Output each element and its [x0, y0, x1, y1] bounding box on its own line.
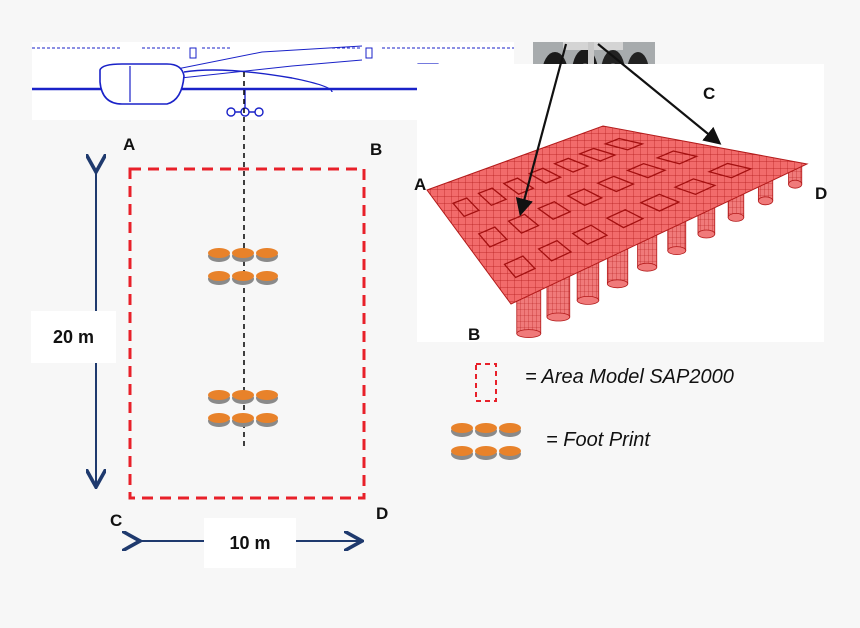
model-pad-outline	[578, 147, 617, 162]
model-corner-a-label: A	[414, 175, 427, 194]
legend-area-model-text: = Area Model SAP2000	[525, 366, 734, 388]
legend-area-model-symbol	[475, 363, 497, 402]
footprint-tire	[256, 271, 278, 285]
model-pad-outline	[639, 193, 681, 212]
footprint-tire	[208, 271, 230, 285]
plan-corner-d-label: D	[376, 504, 389, 523]
area-model-boundary	[128, 167, 366, 500]
plan-corner-c-label: C	[110, 511, 123, 530]
footprint-group-rear	[208, 390, 278, 427]
height-dimension-label: 20 m	[31, 311, 116, 363]
legend-foot-print-text: = Foot Print	[546, 429, 650, 451]
width-dimension-label: 10 m	[204, 518, 296, 568]
model-pad-outline	[625, 162, 667, 179]
footprint-tire	[232, 248, 254, 262]
footprint-tire	[256, 390, 278, 404]
model-pad-outline	[507, 213, 540, 234]
model-corner-b-label: B	[468, 325, 481, 344]
model-pad-outline	[566, 188, 604, 207]
plan-corner-a-label: A	[123, 135, 136, 154]
model-pad-outline	[673, 178, 717, 196]
model-pad-outline	[655, 150, 699, 165]
plan-corner-b-label: B	[370, 140, 383, 159]
footprint-tire	[232, 271, 254, 285]
footprint-tire	[208, 248, 230, 262]
model-pad-outline	[596, 175, 636, 193]
footprint-group-front	[208, 248, 278, 285]
footprint-tire	[232, 413, 254, 427]
model-pad-outline	[477, 187, 508, 207]
footprint-tire	[256, 413, 278, 427]
model-pier	[606, 247, 629, 289]
model-pad-outline	[707, 162, 753, 179]
model-pad-outline	[571, 224, 609, 245]
model-pad-outline	[537, 239, 573, 262]
model-pad-outline	[477, 226, 508, 248]
model-pad-outline	[605, 209, 645, 229]
model-pier	[576, 261, 600, 305]
model-corner-c-label: C	[703, 84, 716, 103]
footprint-tire	[232, 390, 254, 404]
footprint-tire	[256, 248, 278, 262]
footprint-tire	[208, 413, 230, 427]
legend-footprint-symbol	[451, 423, 521, 460]
model-pad-outline	[452, 197, 480, 218]
model-pad-outline	[503, 255, 537, 279]
footprint-tire	[208, 390, 230, 404]
model-corner-d-label: D	[815, 184, 828, 203]
